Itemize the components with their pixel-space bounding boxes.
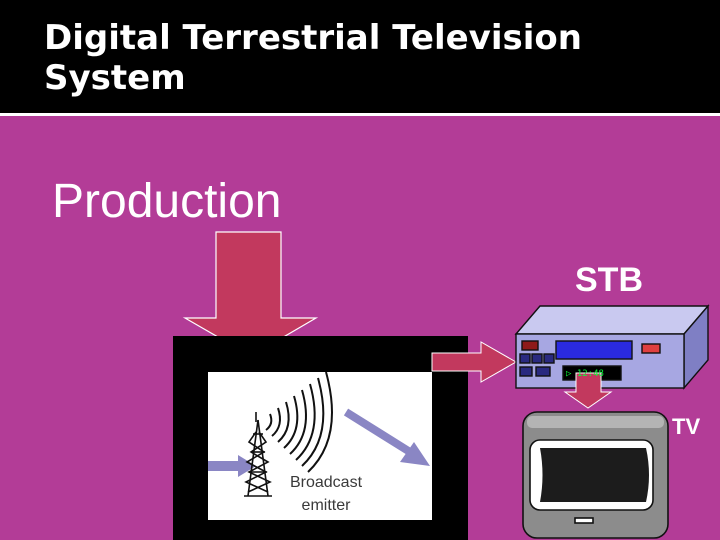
production-heading: Production — [52, 175, 282, 228]
title-divider — [0, 113, 720, 116]
stb-display-readout: ▷ 12:48 — [566, 369, 604, 379]
slide-title: Digital Terrestrial Television System — [44, 18, 582, 98]
radio-waves-icon — [265, 371, 333, 473]
incoming-signal-arrow — [208, 455, 256, 477]
to-stb-arrow — [431, 341, 518, 383]
outgoing-signal-arrow — [343, 408, 430, 466]
stb-label: STB — [575, 261, 643, 299]
broadcast-tower-icon — [244, 412, 272, 497]
tv-icon — [522, 411, 669, 539]
emitter-label-line1: Broadcast — [289, 474, 363, 491]
tv-label: TV — [672, 414, 701, 439]
to-tv-arrow — [563, 372, 613, 409]
title-bar — [0, 0, 720, 113]
emitter-label-line2: emitter — [301, 497, 351, 514]
